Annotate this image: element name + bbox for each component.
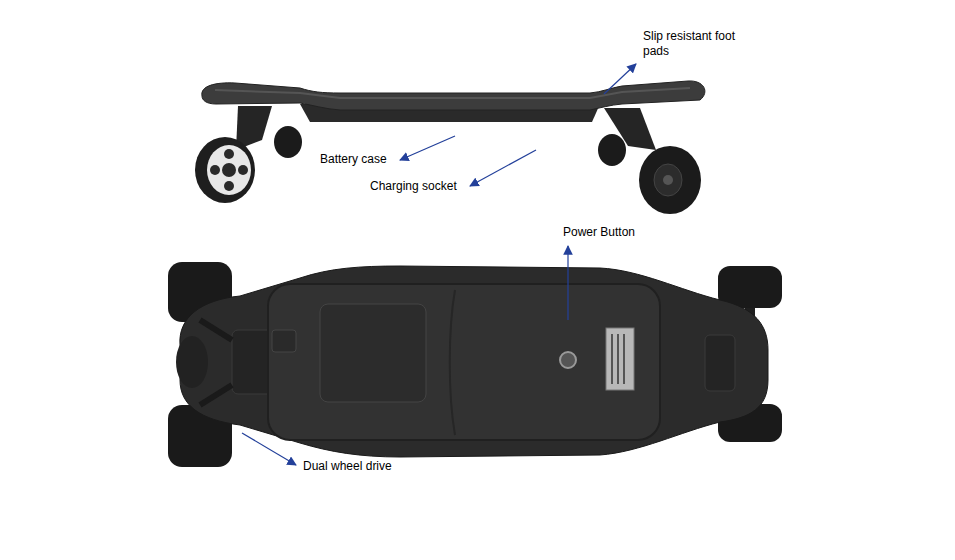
part-label: Dual wheel drive: [303, 459, 392, 474]
power-button: [560, 352, 576, 368]
deck-side: [202, 81, 705, 110]
leader-line: [567, 246, 568, 320]
part-label: Power Button: [563, 225, 635, 240]
leader-line: [604, 64, 636, 94]
rear-wheel: [274, 126, 302, 158]
part-label: Charging socket: [370, 179, 457, 194]
sticker: [606, 328, 634, 390]
battery-enclosure: [268, 284, 660, 440]
deck-bottom: [180, 266, 768, 457]
part-label: Battery case: [320, 152, 387, 167]
leader-line: [470, 150, 536, 186]
grip-tape: [215, 88, 690, 98]
panel: [320, 304, 426, 402]
baseplate: [705, 335, 735, 391]
wheel: [195, 137, 255, 203]
leader-line: [242, 433, 296, 465]
charging-port: [272, 330, 296, 352]
part-label: Slip resistant foot pads: [643, 29, 743, 59]
wheel: [639, 146, 701, 214]
motor: [176, 336, 208, 388]
truck: [604, 108, 656, 150]
wheel-hub: [207, 145, 251, 195]
leader-line: [400, 136, 455, 160]
rear-wheel: [598, 134, 626, 166]
